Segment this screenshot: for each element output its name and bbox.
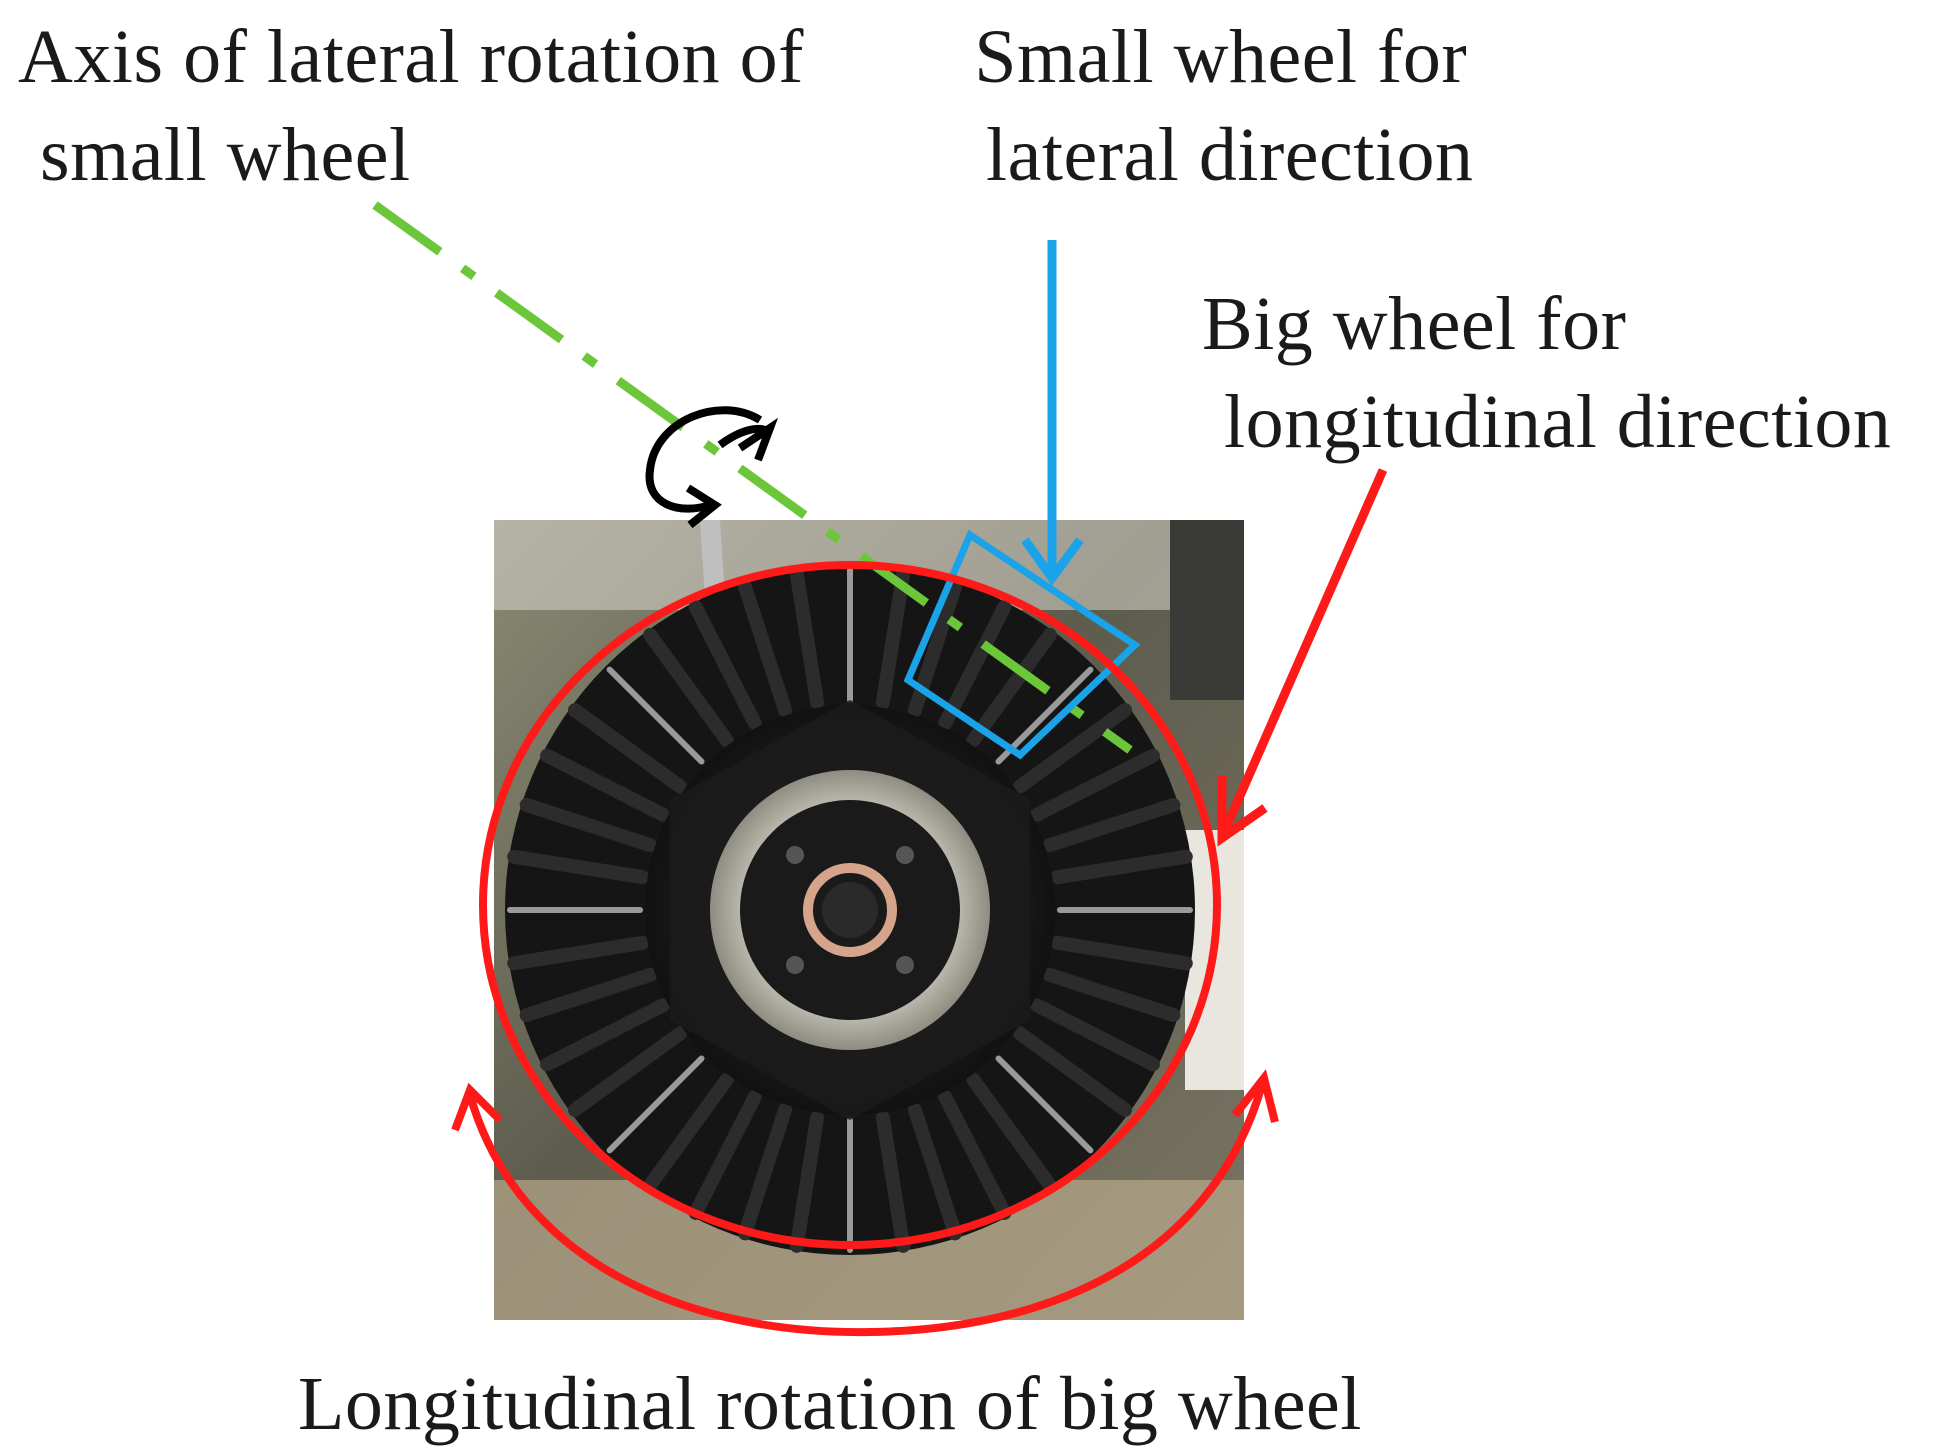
wheel-roller bbox=[1030, 748, 1160, 822]
wheel-roller bbox=[789, 567, 825, 710]
wheel-roller bbox=[875, 1110, 911, 1253]
wheel-roller bbox=[1042, 967, 1181, 1023]
small-wheel-label-line2: lateral direction bbox=[986, 113, 1474, 197]
wheel-roller bbox=[995, 1055, 1094, 1154]
big-wheel-pointer-head bbox=[1217, 775, 1268, 847]
big-wheel-label-line2: longitudinal direction bbox=[1224, 380, 1892, 464]
longitudinal-arc-head-left bbox=[451, 1082, 503, 1132]
wheel-roller bbox=[540, 748, 670, 822]
wheel-roller bbox=[737, 1102, 793, 1241]
wheel-roller bbox=[540, 998, 670, 1072]
wheel-roller bbox=[995, 666, 1094, 765]
circular-arrow-icon bbox=[645, 406, 779, 529]
wheel-roller bbox=[507, 849, 650, 885]
small-wheel-label: Small wheel for lateral direction bbox=[968, 8, 1473, 204]
hub-bolt bbox=[786, 846, 804, 864]
wheel-roller bbox=[966, 1072, 1057, 1193]
wheel-roller bbox=[938, 1090, 1012, 1220]
wheel-roller bbox=[789, 1110, 825, 1253]
wheel-roller bbox=[567, 703, 688, 794]
hub-bolt bbox=[786, 956, 804, 974]
photo-content bbox=[494, 520, 1244, 1320]
double-headed-arc-arrow-icon bbox=[451, 1069, 1279, 1337]
wheel-roller bbox=[567, 1026, 688, 1117]
small-wheel-pointer-head bbox=[1021, 537, 1084, 586]
longitudinal-rotation-label: Longitudinal rotation of big wheel bbox=[298, 1362, 1362, 1446]
big-wheel-label: Big wheel for longitudinal direction bbox=[1202, 275, 1891, 471]
small-wheel-label-line1: Small wheel for bbox=[974, 15, 1468, 99]
photo-right-dark bbox=[1170, 520, 1244, 700]
wheel-roller bbox=[907, 1102, 963, 1241]
axle-bearing bbox=[803, 863, 897, 957]
hub-bolt bbox=[896, 956, 914, 974]
wheel-roller bbox=[1030, 998, 1160, 1072]
wheel-roller bbox=[966, 627, 1057, 748]
wheel-roller bbox=[1012, 1026, 1133, 1117]
big-wheel-pointer-line bbox=[1220, 468, 1388, 832]
wheel-roller bbox=[1050, 849, 1193, 885]
longitudinal-arc bbox=[466, 1083, 1266, 1337]
axis-label-line1: Axis of lateral rotation of bbox=[18, 15, 804, 99]
big-wheel-highlight-ellipse bbox=[479, 561, 1221, 1249]
wheel-roller bbox=[606, 666, 705, 765]
wheel-roller bbox=[1042, 797, 1181, 853]
lateral-axis-line bbox=[372, 201, 1133, 754]
wheel-roller bbox=[643, 1072, 734, 1193]
circular-arrow-head-bottom bbox=[685, 484, 722, 529]
wheel-roller bbox=[875, 567, 911, 710]
circular-arrow-arc bbox=[645, 406, 763, 513]
wheel-roller bbox=[643, 627, 734, 748]
axis-label: Axis of lateral rotation of small wheel bbox=[18, 8, 804, 204]
wheel-roller bbox=[688, 600, 762, 730]
photo-mount-rod bbox=[700, 520, 725, 600]
axis-label-line2: small wheel bbox=[40, 113, 411, 197]
wheel-roller bbox=[507, 935, 650, 971]
small-wheel-highlight-box bbox=[903, 529, 1141, 760]
wheel-roller bbox=[688, 1090, 762, 1220]
wheel-roller bbox=[606, 1055, 705, 1154]
axle bbox=[822, 882, 878, 938]
wheel-roller bbox=[737, 579, 793, 718]
wheel-roller bbox=[1012, 703, 1133, 794]
wheel-roller bbox=[519, 967, 658, 1023]
big-wheel-label-line1: Big wheel for bbox=[1202, 282, 1627, 366]
hub-bolt bbox=[896, 846, 914, 864]
circular-arrow-head-top bbox=[737, 417, 779, 462]
wheel-roller bbox=[938, 600, 1012, 730]
longitudinal-arc-head-right bbox=[1231, 1069, 1279, 1123]
wheel-roller bbox=[1050, 935, 1193, 971]
wheel-roller bbox=[519, 797, 658, 853]
